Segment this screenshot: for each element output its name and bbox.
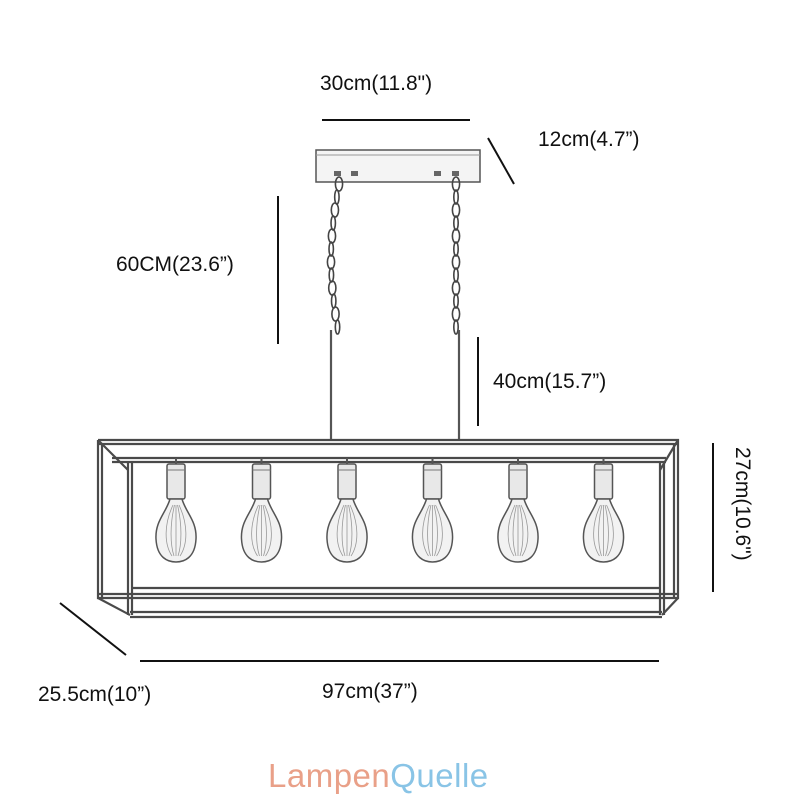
dimension-top-width: 30cm(11.8")	[320, 72, 433, 95]
chain-link	[330, 293, 337, 309]
brand-part-1: Lampen	[268, 757, 391, 794]
chain-link	[331, 306, 340, 322]
chain-link	[451, 306, 461, 322]
chain-link	[452, 241, 459, 257]
ceiling-plate	[315, 149, 481, 183]
chain-link	[330, 202, 340, 218]
brand-part-2: Quelle	[390, 757, 489, 794]
depth-line	[59, 602, 127, 656]
dimension-chain-length: 60CM(23.6”)	[116, 253, 234, 276]
bulb	[411, 458, 454, 563]
chain-link	[452, 293, 459, 309]
chain-link	[334, 319, 341, 335]
chains	[326, 176, 461, 335]
bulb	[582, 458, 625, 563]
chain-link	[451, 280, 461, 296]
chain-link	[333, 189, 340, 205]
bulb	[155, 458, 197, 563]
chain-link	[330, 215, 337, 231]
chain-link	[451, 254, 461, 270]
brand-logo: LampenQuelle	[268, 757, 489, 795]
bulb	[326, 458, 368, 563]
bulb	[240, 458, 283, 563]
dimension-rod-length: 40cm(15.7”)	[493, 370, 607, 393]
chain-link	[451, 228, 461, 244]
chain-link	[452, 267, 459, 283]
chain-link	[451, 202, 461, 218]
chain-link	[326, 254, 336, 270]
rods	[329, 330, 461, 440]
chain-link	[328, 267, 335, 283]
plate-depth-line	[487, 137, 515, 185]
chain-link	[452, 215, 459, 231]
chain-link	[452, 319, 459, 335]
dimension-width: 97cm(37”)	[322, 680, 418, 703]
chain-link	[327, 280, 337, 296]
dimension-lines	[59, 119, 714, 662]
chain-link	[328, 241, 335, 257]
dimension-depth: 25.5cm(10”)	[38, 683, 152, 706]
dimension-height: 27cm(10.6")	[731, 447, 754, 561]
bulbs	[155, 458, 625, 563]
frame	[96, 438, 680, 619]
chain-link	[451, 176, 461, 192]
chain-link	[327, 228, 337, 244]
chain-link	[452, 189, 459, 205]
bulb	[497, 458, 539, 563]
dimension-plate-depth: 12cm(4.7”)	[538, 128, 640, 151]
